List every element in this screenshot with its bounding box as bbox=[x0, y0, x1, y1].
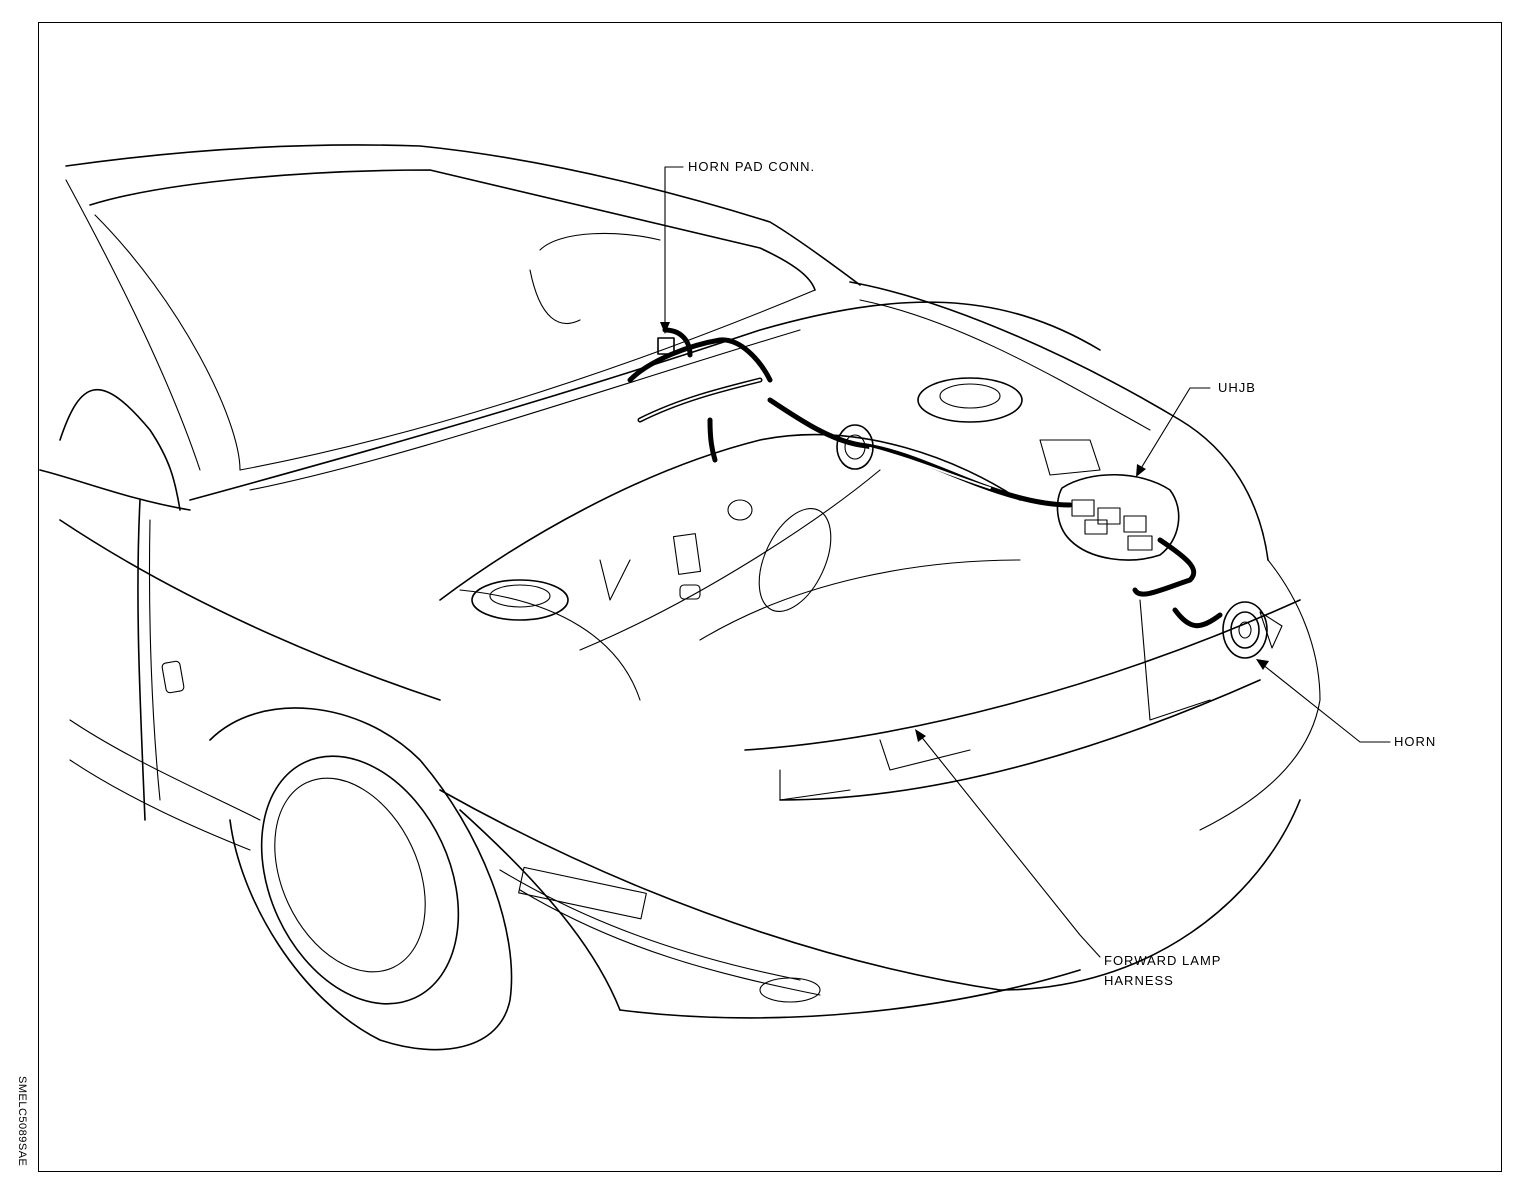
forward-lamp-label-line1: FORWARD LAMP bbox=[1104, 953, 1222, 968]
hood bbox=[189, 281, 1269, 561]
uhjb-junction-box bbox=[1056, 473, 1180, 561]
horn-unit bbox=[1222, 601, 1283, 659]
forward-lamp-harness-label: FORWARD LAMP HARNESS bbox=[1104, 951, 1221, 991]
front-bumper bbox=[439, 559, 1321, 1019]
diagram-frame bbox=[38, 22, 1502, 1172]
figure-code: SMELC5089SAE bbox=[16, 1076, 28, 1167]
wiring-harness bbox=[627, 327, 1223, 629]
front-wheel bbox=[209, 232, 661, 1051]
engine-bay bbox=[439, 377, 1101, 701]
car-body-side bbox=[39, 388, 441, 851]
windshield-outline bbox=[65, 144, 861, 471]
horn-pad-conn-label: HORN PAD CONN. bbox=[688, 159, 816, 174]
forward-lamp-label-line2: HARNESS bbox=[1104, 973, 1174, 988]
uhjb-label: UHJB bbox=[1218, 380, 1256, 395]
horn-label: HORN bbox=[1394, 734, 1437, 749]
callout-leaders bbox=[660, 166, 1391, 958]
